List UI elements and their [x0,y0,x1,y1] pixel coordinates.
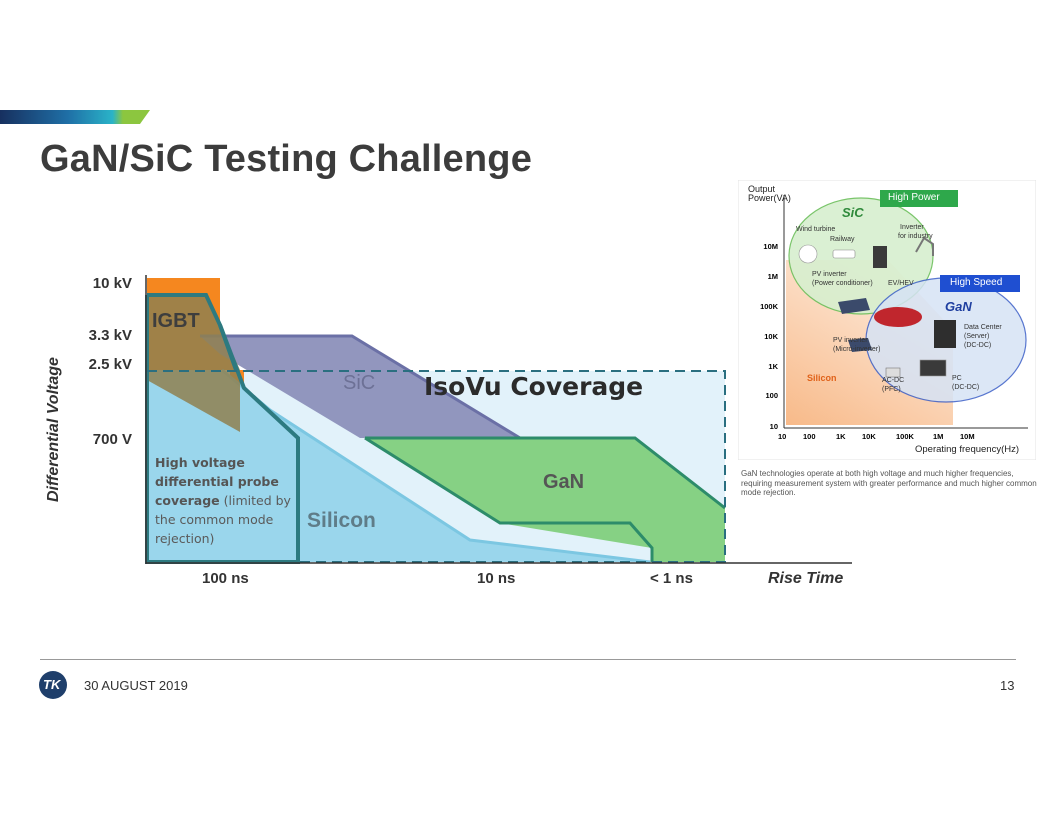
rf-pv-micro-1: PV inverter [833,337,868,344]
logo-icon [39,671,67,699]
y-axis-title: Differential Voltage [45,357,62,502]
rf-x-tick-10k: 10K [862,432,876,441]
rf-x-tick-10: 10 [778,432,787,441]
footer-date: 30 AUGUST 2019 [84,678,188,693]
igbt-region [147,295,240,432]
rf-x-tick-1k: 1K [836,432,846,441]
x-tick-1ns: < 1 ns [650,570,693,587]
rf-pc-1: PC [952,375,962,382]
power-frequency-figure: Output Power(VA) High Power High Speed S… [737,179,1037,461]
voltage-risetime-diagram [145,275,852,564]
x-tick-100ns: 100 ns [202,570,249,587]
rf-x-tick-100: 100 [803,432,816,441]
rf-gan: GaN [945,299,972,314]
rf-data-center-2: (Server) [964,333,990,340]
solar-panel-icon [838,298,870,314]
solar-panel-small-icon [848,338,872,352]
rf-ev-hev: EV/HEV [888,280,914,287]
footer-divider [40,659,1016,660]
rf-pv-micro-2: (Micro-inverter) [833,346,881,353]
page-number: 13 [1000,678,1015,693]
railway-icon [832,249,856,259]
page-title: GaN/SiC Testing Challenge [40,138,533,180]
probe-coverage-note: High voltage differential probe coverage… [155,453,295,548]
rf-y-title-1: Output [748,184,776,194]
rf-x-tick-1m: 1M [933,432,944,441]
rf-y-tick-1m: 1M [767,272,778,281]
silicon-region [147,370,650,562]
power-frequency-chart [737,179,1037,461]
rf-y-tick-10m: 10M [763,242,778,251]
rf-sic: SiC [842,205,864,220]
x-axis-title: Rise Time [768,570,844,587]
figure-caption: GaN technologies operate at both high vo… [741,469,1037,497]
accent-bar [0,110,150,124]
gan-label: GaN [543,471,585,493]
rf-pv-inverter-2: (Power conditioner) [812,280,873,287]
isovu-dashed-box [147,370,726,563]
company-logo: TK [38,670,68,700]
rf-wind-turbine: Wind turbine [796,226,836,233]
acdc-icon [885,367,901,378]
robot-arm-icon [915,236,934,256]
inverter-icon [873,246,887,268]
rf-railway: Railway [830,236,855,243]
probe-note-bold: High voltage differential probe coverage [155,455,279,508]
rf-silicon: Silicon [807,373,837,383]
rf-pc-2: (DC-DC) [952,384,980,391]
rf-x-title: Operating frequency(Hz) [915,444,1020,455]
rf-inverter-2: for industry [898,233,933,240]
sic-region [200,336,520,438]
y-tick-10kv: 10 kV [92,275,132,292]
y-tick-2.5kv: 2.5 kV [88,356,132,373]
isovu-label: IsoVu Coverage [424,372,644,401]
logo-text: TK [43,677,61,692]
server-icon [934,320,956,348]
rf-data-center-3: (DC-DC) [964,342,992,349]
rf-y-tick-1k: 1K [768,362,778,371]
wind-turbine-icon [798,244,818,264]
y-tick-3.3kv: 3.3 kV [88,327,132,344]
rf-high-speed: High Speed [950,277,1003,288]
rf-inverter-1: Inverter [900,224,924,231]
rf-x-tick-100k: 100K [896,432,914,441]
rf-acdc-2: (PFC) [882,386,901,393]
gan-region [365,438,725,562]
rf-acdc-1: AC-DC [882,377,905,384]
rf-high-power: High Power [888,192,940,203]
car-icon [874,307,922,327]
rf-y-tick-10: 10 [769,422,778,431]
silicon-label: Silicon [307,509,376,532]
rf-pv-inverter-1: PV inverter [812,271,847,278]
igbt-label: IGBT [152,310,200,332]
probe-note-rest: (limited by the common mode rejection) [155,493,291,546]
rf-x-tick-10m: 10M [960,432,975,441]
rf-y-title-2: Power(VA) [748,193,791,203]
rf-y-tick-100: 100 [765,391,778,400]
rf-y-tick-100k: 100K [760,302,778,311]
laptop-icon [919,359,947,377]
probe-outline [145,295,300,564]
x-tick-10ns: 10 ns [477,570,516,587]
sic-label: SiC [343,372,376,394]
rf-data-center-1: Data Center [964,324,1002,331]
rf-y-tick-10k: 10K [764,332,778,341]
y-tick-700v: 700 V [92,431,132,448]
